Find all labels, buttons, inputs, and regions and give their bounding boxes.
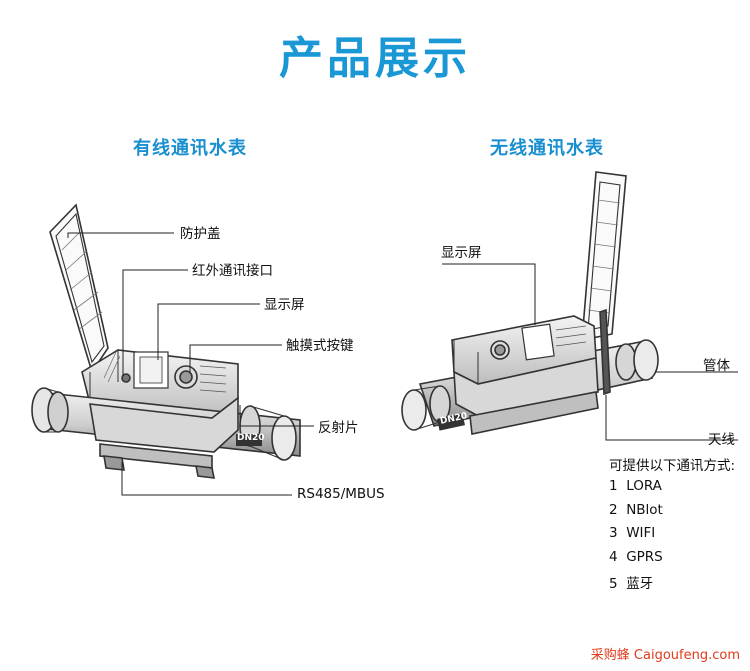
wireless-leader-lines <box>442 263 738 441</box>
callout-rs485-mbus: RS485/MBUS <box>297 486 385 502</box>
option-text: LORA <box>626 478 662 494</box>
option-number: 3 <box>609 525 618 542</box>
watermark-credit: 采购蜂 Caigoufeng.com <box>590 648 740 663</box>
wireless-antenna <box>599 308 611 396</box>
option-item: 5 蓝牙 <box>609 572 663 596</box>
callout-touch-button: 触摸式按键 <box>286 338 354 354</box>
option-item: 3 WIFI <box>609 525 663 549</box>
wireless-meter-heading: 无线通讯水表 <box>490 138 604 159</box>
option-text: WIFI <box>626 525 656 542</box>
wireless-water-meter <box>401 171 659 435</box>
option-number: 1 <box>609 478 618 494</box>
wired-meter-heading: 有线通讯水表 <box>133 138 247 159</box>
callout-antenna: 天线 <box>708 432 735 448</box>
options-list: 1 LORA 2 NBlot 3 WIFI 4 GPRS 5 蓝牙 <box>609 478 663 596</box>
callout-infrared-port: 红外通讯接口 <box>192 263 273 279</box>
option-number: 2 <box>609 501 618 518</box>
callout-reflector: 反射片 <box>318 420 359 436</box>
wired-pipe-size-tag <box>236 434 262 446</box>
callout-protective-cover: 防护盖 <box>180 226 221 242</box>
option-text: NBlot <box>626 501 663 518</box>
option-item: 1 LORA <box>609 478 663 502</box>
wired-water-meter <box>31 203 301 479</box>
option-item: 4 GPRS <box>609 549 663 573</box>
option-number: 4 <box>609 548 618 565</box>
wireless-protective-cover <box>581 171 627 341</box>
option-number: 5 <box>609 576 618 593</box>
wired-pipe-size-label: DN20 <box>237 433 265 443</box>
option-text: 蓝牙 <box>626 576 654 593</box>
callout-wired-display: 显示屏 <box>264 297 305 313</box>
wired-protective-cover <box>49 203 109 374</box>
callout-wireless-display: 显示屏 <box>441 245 482 261</box>
options-heading: 可提供以下通讯方式: <box>609 458 736 474</box>
callout-pipe-body: 管体 <box>703 358 730 374</box>
option-text: GPRS <box>626 548 663 565</box>
page-title: 产品展示 <box>279 33 471 84</box>
wireless-pipe-size-tag <box>437 413 465 431</box>
wired-leader-lines <box>67 232 314 496</box>
option-item: 2 NBlot <box>609 502 663 526</box>
